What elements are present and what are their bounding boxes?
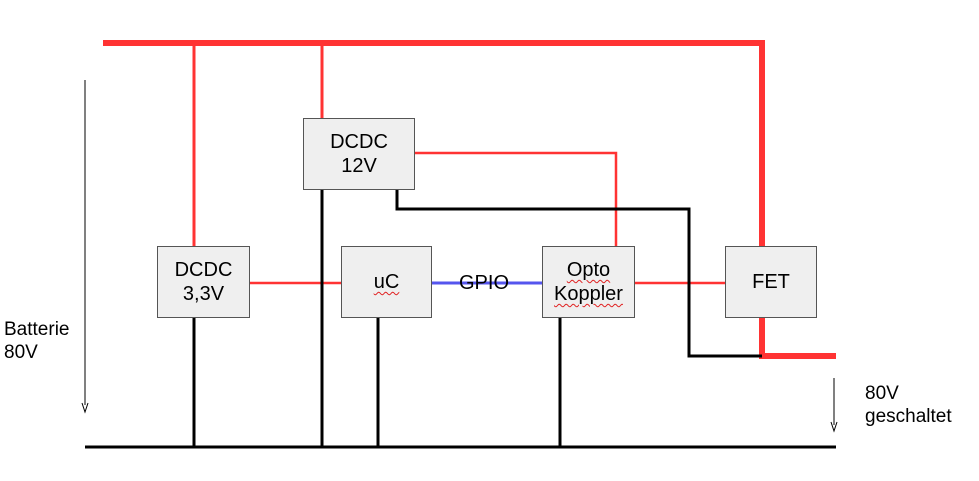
microcontroller-block: uC [341, 246, 432, 318]
gpio-label: GPIO [459, 272, 510, 294]
optocoupler-line2: Koppler [554, 283, 623, 305]
switched-output-label: 80V geschaltet [865, 382, 952, 428]
dcdc-3v3-block: DCDC 3,3V [157, 246, 250, 318]
optocoupler-line1: Opto [566, 259, 611, 281]
dcdc-12v-line1: DCDC [330, 131, 388, 153]
fet-block: FET [725, 246, 817, 318]
dcdc-3v3-line1: DCDC [174, 259, 233, 281]
dcdc-12v-block: DCDC 12V [303, 118, 415, 190]
battery-label-line1: Batterie [4, 319, 70, 340]
battery-label-line2: 80V [4, 342, 38, 363]
wire-12v-ground-to-fet [395, 190, 762, 358]
switched-label-line2: geschaltet [865, 406, 952, 427]
switched-arrow-head [830, 421, 838, 433]
optocoupler-block: Opto Koppler [542, 246, 635, 318]
switched-label-line1: 80V [865, 383, 899, 404]
dcdc-12v-line2: 12V [341, 155, 377, 177]
battery-arrow-head [81, 402, 89, 414]
wire-12v-to-opto [415, 151, 618, 246]
dcdc-3v3-line2: 3,3V [182, 283, 225, 305]
microcontroller-label: uC [373, 271, 400, 293]
fet-label: FET [752, 271, 790, 293]
battery-label: Batterie 80V [4, 318, 69, 364]
positive-rail [103, 40, 836, 359]
